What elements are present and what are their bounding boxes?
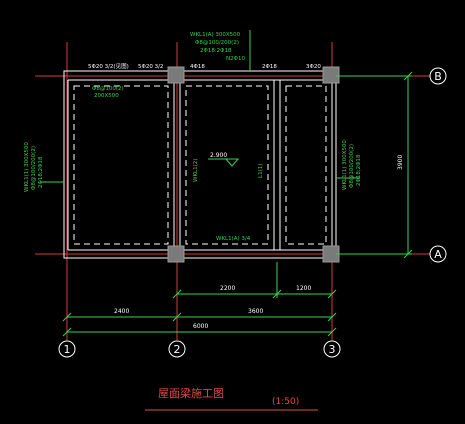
mid-vert-2: L1(1) [258,164,264,178]
right-dimension [336,71,413,259]
top-seg-b-label: 2Φ18 [262,64,277,70]
axis-bubble-labels: 1 2 3 B A [64,70,443,356]
mid-vert-1: WKL1(2) [193,159,199,182]
axis-label-1: 1 [64,343,71,356]
axis-bubbles [58,67,447,358]
mid-dimension [172,262,337,299]
top-note-line1: WKL1(A) 300X500 [190,32,241,38]
mid-beam-labels: WKL1(2) L1(1) WKL1(A) 3/4 [193,159,264,242]
top-span-labels: 5Φ20 3/2(见图) 5Φ20 3/2 3Φ20 4Φ18 2Φ18 [88,62,321,70]
bottom-inner-label: WKL1(A) 3/4 [216,236,251,242]
bottom-dim-tick-2 [172,312,182,322]
top-right-span-label: 3Φ20 [306,64,321,70]
mid-dim-tick-3 [327,289,337,299]
top-note-line4: N2Φ10 [226,56,245,62]
dashed-room-3 [285,85,327,245]
top-seg-a-label: 4Φ18 [190,64,205,70]
columns [167,66,340,263]
drawing-title: 屋面梁施工图 (1:50) [145,386,318,411]
total-dim-tick-2 [327,327,337,337]
total-dimension [62,327,337,337]
axis-bubble-1 [58,340,76,358]
axis-label-b: B [434,70,442,83]
bottom-dim-tick-3 [327,312,337,322]
left-inner-2: 200X500 [94,93,119,99]
right-dim-tick-top [403,71,413,81]
axis-bubble-2 [168,340,186,358]
outer-beam-rect [63,70,337,259]
top-mid-span-label: 5Φ20 3/2 [138,64,163,70]
bottom-dim-2400: 2400 [114,308,129,315]
top-beam-note: WKL1(A) 300X500 Φ8@100/200(2) 2Φ18:2Φ18 … [190,30,251,71]
left-room-note: Φ8@100(2) 200X500 [92,86,124,99]
left-inner-1: Φ8@100(2) [92,86,124,92]
title-scale: (1:50) [272,397,299,407]
elevation-triangle-icon [224,158,240,167]
mid-dim-2200: 2200 [220,285,235,292]
right-beam-1: WKL1(1) 300X500 [342,140,348,190]
total-dim-6000: 6000 [193,323,208,330]
left-beam-2: Φ8@100/200(2) [31,146,37,190]
dashed-room-1 [73,85,169,245]
axis-bubble-a [429,245,447,263]
dashed-room-2 [185,85,269,245]
right-dim-text: 3900 [397,155,404,170]
top-note-line3: 2Φ18:2Φ18 [200,48,232,54]
elevation-mark: 2.900 [208,152,240,167]
right-dim-tick-bot [403,249,413,259]
axis-bubble-3 [323,340,341,358]
right-beam-3: 2Φ18;2Φ18 [356,154,362,186]
axis-label-2: 2 [174,343,181,356]
axis-label-a: A [434,248,442,261]
right-beam-2: Φ8@100/200(2) [349,144,355,188]
top-note-line2: Φ8@100/200(2) [195,40,239,46]
top-left-span-label: 5Φ20 3/2(见图) [88,62,129,70]
left-beam-note: WKL1(1) 300X500 Φ8@100/200(2) 2Φ18;2Φ18 [24,142,64,192]
axis-label-3: 3 [329,343,336,356]
column-b3 [322,66,340,84]
title-main: 屋面梁施工图 [158,386,224,400]
bottom-dimension [62,312,337,322]
total-dim-tick-1 [62,327,72,337]
axis-bubble-b [429,67,447,85]
bottom-dim-tick-1 [62,312,72,322]
mid-dim-1200: 1200 [296,285,311,292]
mid-dim-tick-1 [172,289,182,299]
left-beam-3: 2Φ18;2Φ18 [38,156,44,188]
column-a2 [167,245,185,263]
left-beam-1: WKL1(1) 300X500 [24,142,30,192]
dashed-beams [73,85,327,245]
beam-outlines [63,70,337,259]
right-beam-note: WKL1(1) 300X500 Φ8@100/200(2) 2Φ18;2Φ18 [336,140,362,190]
bottom-dim-3600: 3600 [248,308,263,315]
elevation-value: 2.900 [210,152,227,159]
column-b2 [167,66,185,84]
